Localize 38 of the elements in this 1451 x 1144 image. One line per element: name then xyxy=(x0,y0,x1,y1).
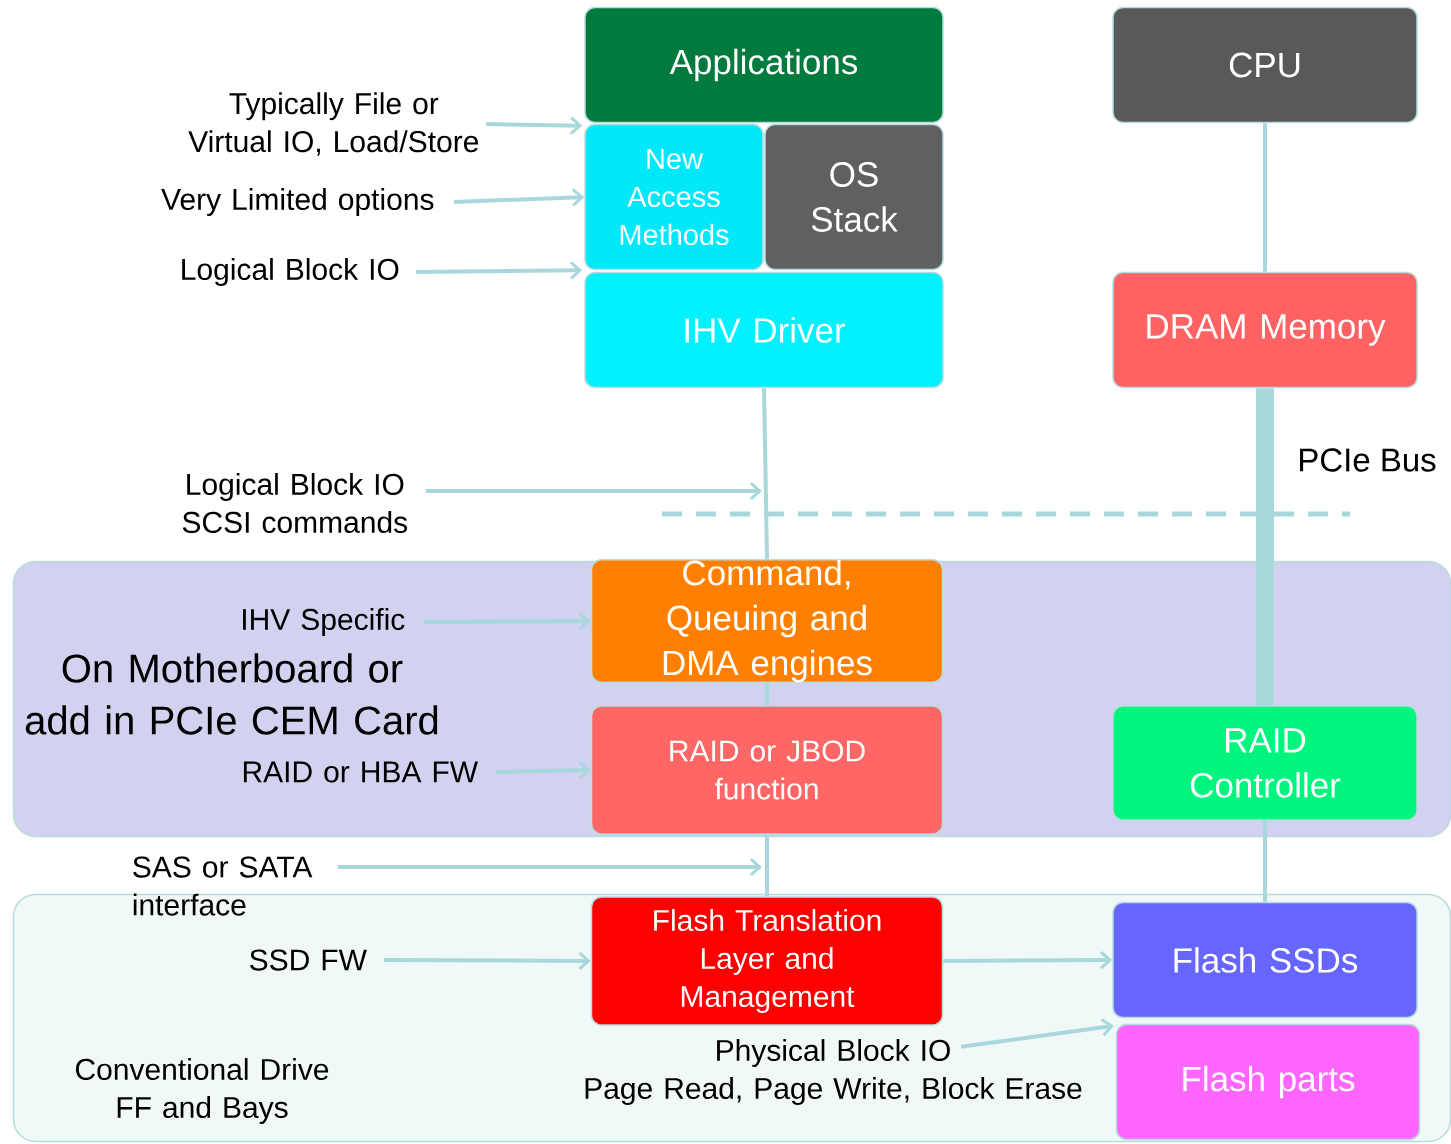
arrow xyxy=(415,261,583,280)
component-box: OS Stack xyxy=(764,123,944,271)
annotation-text: Physical Block IO Page Read, Page Write, Block Erase xyxy=(585,1039,1082,1105)
component-box: RAID Controller xyxy=(1112,705,1418,821)
connector-line xyxy=(1263,820,1267,902)
arrow xyxy=(485,116,583,135)
annotation-text: Very Limited options xyxy=(161,188,434,216)
component-box: New Access Methods xyxy=(584,123,764,271)
arrow xyxy=(384,951,591,971)
component-box: DRAM Memory xyxy=(1112,271,1418,389)
arrow xyxy=(338,857,762,877)
component-box: Applications xyxy=(584,6,944,124)
arrow xyxy=(943,950,1113,970)
annotation-text: RAID or HBA FW xyxy=(243,761,478,783)
connector-line xyxy=(1256,388,1274,706)
connector-line xyxy=(765,834,769,897)
component-box: Command, Queuing and DMA engines xyxy=(590,558,944,684)
annotation-text: SSD FW xyxy=(250,949,367,971)
annotation-text: IHV Specific xyxy=(243,608,405,636)
annotation-text: Typically File or Virtual IO, Load/Store xyxy=(188,92,479,156)
arrow xyxy=(960,1018,1114,1049)
component-box: Flash SSDs xyxy=(1112,901,1418,1019)
component-box: IHV Driver xyxy=(584,271,944,389)
edge-label: PCIe Bus xyxy=(1295,446,1439,474)
annotation-text: SAS or SATA interface xyxy=(133,856,313,916)
connector-line xyxy=(762,388,769,559)
connector-line xyxy=(1263,123,1267,272)
annotation-text: Logical Block IO xyxy=(182,258,399,286)
component-box: Flash parts xyxy=(1115,1023,1421,1141)
arrow xyxy=(453,188,585,207)
component-box: CPU xyxy=(1112,6,1418,124)
arrow xyxy=(495,761,591,780)
component-box: Flash Translation Layer and Management xyxy=(590,896,944,1026)
connector-line xyxy=(765,683,769,706)
arrow xyxy=(424,611,591,631)
component-box: RAID or JBOD function xyxy=(590,705,944,835)
arrow xyxy=(426,481,762,501)
annotation-text: Logical Block IO SCSI commands xyxy=(182,473,408,534)
